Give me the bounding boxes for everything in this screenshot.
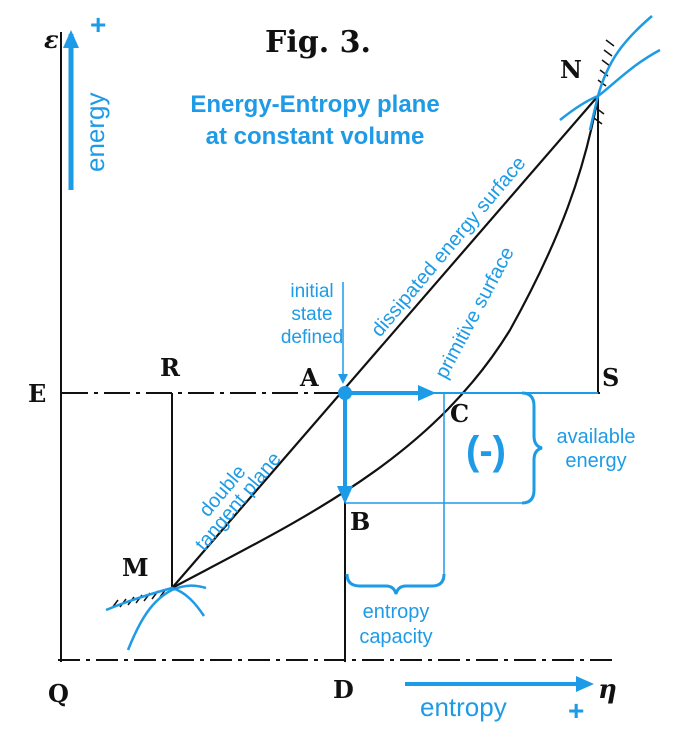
- initial-label-1: initial: [290, 281, 333, 302]
- energy-plus: +: [90, 9, 106, 40]
- label-R: R: [160, 353, 181, 382]
- subtitle-line-1: Energy-Entropy plane: [190, 91, 439, 118]
- point-A-dot: [338, 386, 352, 400]
- available-energy-label-1: available: [557, 426, 636, 448]
- brace-entropy-capacity: [345, 573, 446, 595]
- entropy-capacity-label-1: entropy: [363, 601, 430, 623]
- initial-label-2: state: [291, 304, 332, 325]
- label-C: C: [450, 399, 469, 428]
- tangent-curve-N-2: [588, 15, 653, 131]
- entropy-capacity-label-2: capacity: [359, 626, 432, 648]
- entropy-plus: +: [568, 695, 584, 726]
- subtitle-line-2: at constant volume: [206, 123, 425, 150]
- blue-lines: [63, 15, 661, 692]
- minus-sign-label: (-): [466, 429, 506, 473]
- initial-label-3: defined: [281, 327, 343, 348]
- brace-available-energy: [521, 391, 543, 505]
- label-A: A: [299, 363, 319, 392]
- x-axis-symbol: η: [598, 675, 617, 705]
- primitive-surface-curve: [171, 95, 600, 589]
- figure-title: Fig. 3.: [265, 25, 371, 60]
- label-B: B: [350, 507, 370, 536]
- serif-labels: Fig. 3. ε η E R A S C B M N Q D: [28, 25, 619, 708]
- y-axis-symbol: ε: [44, 25, 59, 54]
- available-energy-label-2: energy: [565, 450, 626, 472]
- tangent-curve-M-2: [105, 586, 206, 617]
- energy-label: energy: [80, 93, 110, 173]
- dissipated-energy-line-M-N: [171, 95, 599, 589]
- label-S: S: [602, 363, 619, 392]
- label-E: E: [28, 379, 46, 408]
- dissipated-surface-label: dissipated energy surface: [367, 152, 530, 341]
- tangent-curve-M: [126, 584, 207, 651]
- entropy-label: entropy: [420, 692, 507, 722]
- label-D: D: [333, 675, 354, 704]
- label-Q: Q: [48, 679, 69, 708]
- label-N: N: [560, 55, 582, 84]
- label-M: M: [122, 553, 149, 582]
